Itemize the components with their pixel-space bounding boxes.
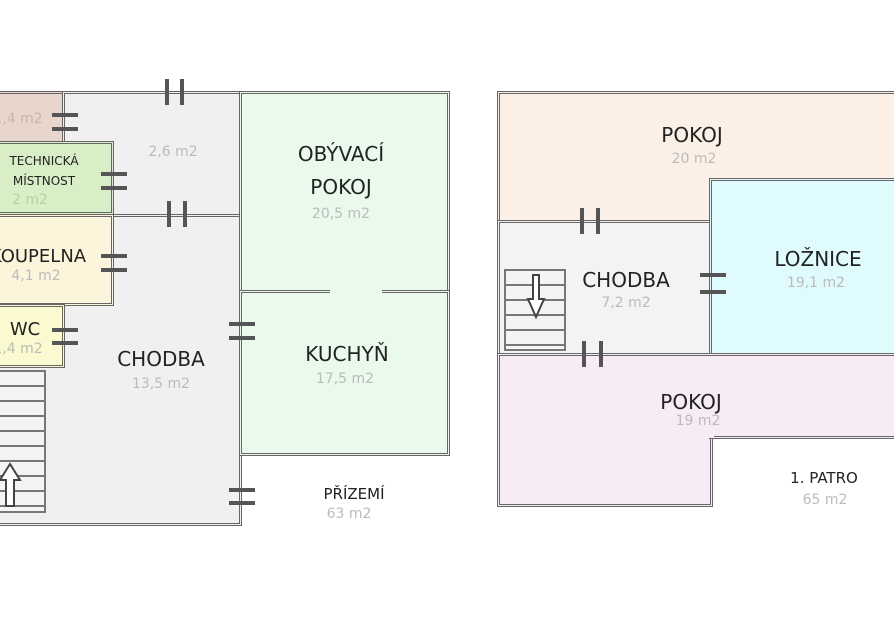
door-marker bbox=[52, 113, 78, 117]
room-label: KOUPELNA bbox=[0, 246, 87, 267]
room-label: TECHNICKÁ bbox=[9, 154, 79, 168]
room-area: 4,1 m2 bbox=[11, 268, 61, 284]
room-label: LOŽNICE bbox=[774, 247, 862, 271]
door-marker bbox=[229, 336, 255, 340]
door-marker bbox=[101, 254, 127, 258]
room-pokoj-bottom-right bbox=[709, 353, 894, 439]
room-fill bbox=[502, 358, 714, 438]
door-marker bbox=[183, 201, 187, 227]
door-marker bbox=[101, 186, 127, 190]
room-area: 2,6 m2 bbox=[148, 144, 198, 160]
door-marker bbox=[580, 208, 584, 234]
room-label: WC bbox=[9, 319, 41, 340]
room-kuchyn bbox=[239, 290, 450, 456]
room-label: POKOJ bbox=[310, 175, 372, 199]
door-marker bbox=[229, 501, 255, 505]
floor-total-area: 65 m2 bbox=[802, 492, 848, 508]
floor-total-area: 63 m2 bbox=[326, 506, 372, 522]
room-obyvaci-pokoj bbox=[239, 91, 450, 294]
door-marker bbox=[582, 341, 586, 367]
room-label: POKOJ bbox=[660, 390, 722, 414]
floor-title: PŘÍZEMÍ bbox=[323, 485, 385, 503]
room-area: 20 m2 bbox=[671, 151, 717, 167]
door-marker bbox=[167, 201, 171, 227]
room-storage bbox=[0, 91, 65, 144]
door-marker bbox=[180, 79, 184, 105]
room-area: 13,5 m2 bbox=[131, 376, 191, 392]
arrow-up-icon bbox=[0, 462, 22, 507]
room-area: 17,5 m2 bbox=[315, 371, 375, 387]
room-wc bbox=[0, 304, 65, 368]
room-technical bbox=[0, 141, 114, 215]
door-marker bbox=[52, 127, 78, 131]
door-marker bbox=[229, 488, 255, 492]
door-marker bbox=[599, 341, 603, 367]
room-area: 2 m2 bbox=[12, 192, 48, 208]
floor-title: 1. PATRO bbox=[790, 469, 858, 487]
room-label: POKOJ bbox=[661, 123, 723, 147]
room-area: 7,2 m2 bbox=[601, 295, 651, 311]
room-label: MÍSTNOST bbox=[12, 174, 76, 188]
room-area: 19,1 m2 bbox=[786, 275, 846, 291]
door-marker bbox=[101, 172, 127, 176]
door-marker bbox=[700, 273, 726, 277]
room-label: CHODBA bbox=[117, 347, 205, 371]
stairs-up bbox=[0, 370, 46, 513]
door-marker bbox=[52, 328, 78, 332]
room-label: CHODBA bbox=[582, 268, 670, 292]
room-label: OBÝVACÍ bbox=[297, 142, 385, 166]
door-marker bbox=[700, 290, 726, 294]
door-marker bbox=[52, 341, 78, 345]
opening bbox=[330, 288, 382, 296]
room-area: 1,4 m2 bbox=[0, 111, 43, 127]
room-area: 20,5 m2 bbox=[311, 206, 371, 222]
door-marker bbox=[596, 208, 600, 234]
room-area: 19 m2 bbox=[675, 413, 721, 429]
arrow-down-icon bbox=[526, 274, 546, 320]
door-marker bbox=[101, 268, 127, 272]
door-marker bbox=[229, 322, 255, 326]
door-marker bbox=[165, 79, 169, 105]
room-area: 1,4 m2 bbox=[0, 341, 43, 357]
room-label: KUCHYŇ bbox=[305, 342, 389, 366]
